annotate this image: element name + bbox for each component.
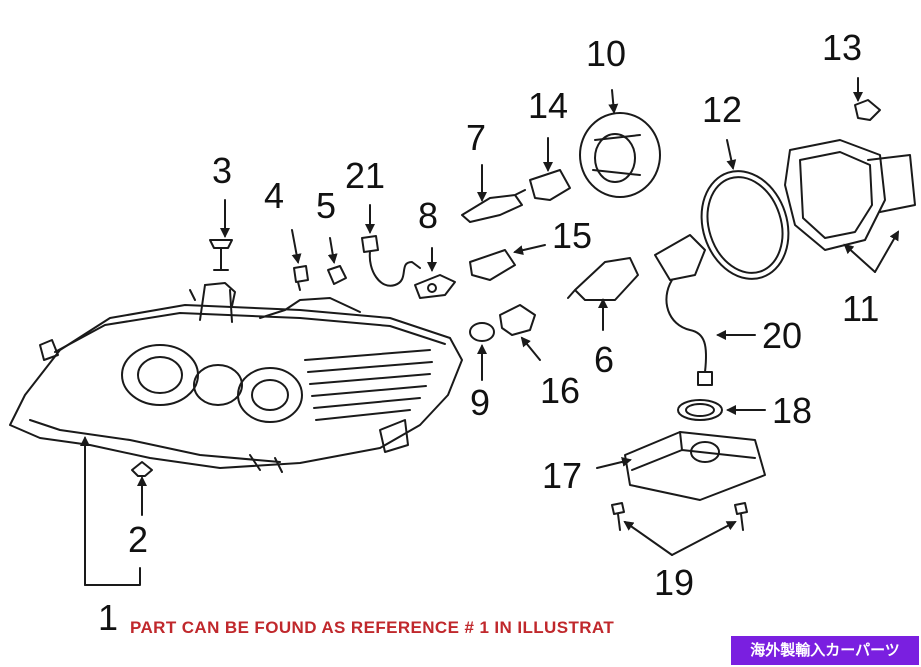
callout-10: 10 <box>586 33 627 74</box>
socket-part-14 <box>529 169 571 201</box>
callout-14: 14 <box>528 85 569 126</box>
callout-6: 6 <box>594 339 615 380</box>
callout-7: 7 <box>466 117 487 158</box>
bulb-part-5 <box>327 265 347 285</box>
callout-9: 9 <box>470 382 491 423</box>
bulb-part-7 <box>461 189 526 223</box>
reference-note: PART CAN BE FOUND AS REFERENCE # 1 IN IL… <box>130 618 615 637</box>
harness-part-21 <box>361 235 421 287</box>
callout-15: 15 <box>552 215 593 256</box>
callout-18: 18 <box>772 390 813 431</box>
callout-8: 8 <box>418 195 439 236</box>
headlight-assembly-drawing <box>9 282 463 473</box>
callout-3: 3 <box>212 150 233 191</box>
seal-part-12 <box>700 170 790 280</box>
socket-part-16 <box>499 304 536 336</box>
socket-part-15 <box>469 249 516 281</box>
cap-part-8 <box>414 274 456 299</box>
callout-21: 21 <box>345 155 386 196</box>
callout-5: 5 <box>316 185 337 226</box>
ring-part-9 <box>469 322 495 342</box>
shop-badge[interactable]: 海外製輸入カーパーツ <box>731 636 919 665</box>
ballast-part-17 <box>624 431 766 501</box>
callout-4: 4 <box>264 175 285 216</box>
seal-part-18 <box>677 399 723 421</box>
clip-part-13 <box>854 99 881 121</box>
cap-part-10 <box>579 112 661 198</box>
leader-lines <box>80 77 899 586</box>
callout-16: 16 <box>540 370 581 411</box>
callout-11: 11 <box>842 288 880 329</box>
callout-13: 13 <box>822 27 863 68</box>
screws-part-19 <box>611 502 748 531</box>
clip-part-2 <box>131 461 153 477</box>
igniter-part-20 <box>654 234 713 386</box>
callout-1: 1 <box>98 597 119 638</box>
screw-part-3 <box>209 239 233 271</box>
bulb-part-6 <box>567 257 639 301</box>
callout-20: 20 <box>762 315 803 356</box>
cover-part-11 <box>784 139 916 251</box>
callout-17: 17 <box>542 455 583 496</box>
bulb-part-4 <box>293 265 309 291</box>
callout-12: 12 <box>702 89 743 130</box>
callout-2: 2 <box>128 519 149 560</box>
callout-19: 19 <box>654 562 695 603</box>
